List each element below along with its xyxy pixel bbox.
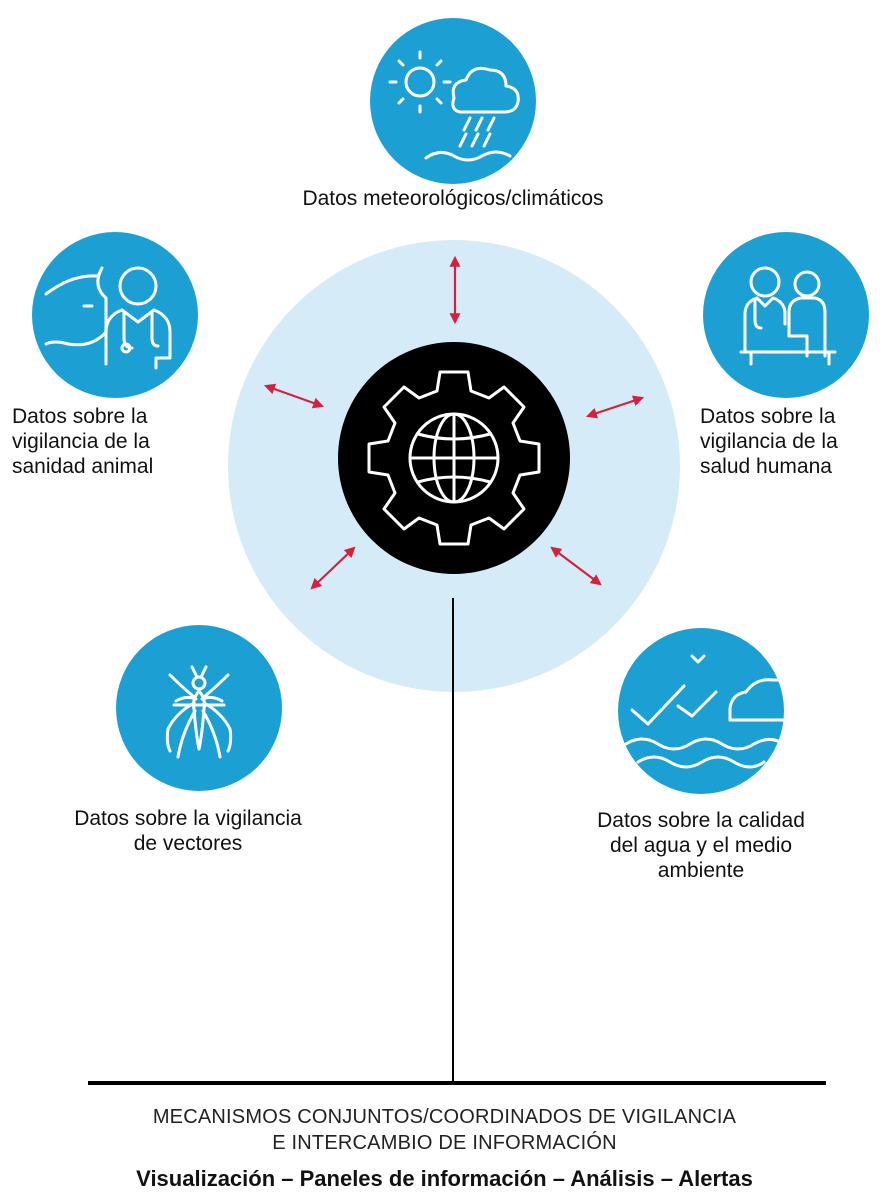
gear-globe-icon	[367, 370, 541, 546]
label-line: salud humana	[700, 455, 832, 478]
label-vector: Datos sobre la vigilancia de vectores	[28, 806, 348, 856]
human-health-icon	[739, 266, 837, 366]
caption-line: E INTERCAMBIO DE INFORMACIÓN	[272, 1132, 617, 1154]
label-environment: Datos sobre la calidad del agua y el med…	[556, 808, 846, 883]
animal-health-icon	[44, 266, 172, 370]
label-line: del agua y el medio	[609, 834, 793, 857]
human-health-node	[703, 232, 869, 398]
label-human: Datos sobre la vigilancia de la salud hu…	[700, 404, 889, 479]
weather-node	[370, 18, 536, 184]
environment-icon	[624, 654, 784, 769]
label-line: ambiente	[657, 859, 745, 882]
label-line: vigilancia de la	[12, 430, 150, 453]
label-line: sanidad animal	[12, 455, 154, 478]
tools-caption: Visualización – Paneles de información –…	[136, 1166, 753, 1191]
environment-node	[618, 628, 784, 794]
mosquito-icon	[165, 665, 233, 759]
label-animal: Datos sobre la vigilancia de la sanidad …	[12, 404, 222, 479]
label-line: de vectores	[133, 832, 243, 855]
label-line: Datos sobre la vigilancia	[74, 807, 302, 830]
caption-line: MECANISMOS CONJUNTOS/COORDINADOS DE VIGI…	[152, 1106, 737, 1128]
mechanisms-caption: MECANISMOS CONJUNTOS/COORDINADOS DE VIGI…	[40, 1104, 849, 1156]
label-line: vigilancia de la	[700, 430, 838, 453]
animal-health-node	[32, 232, 198, 398]
label-line: Datos sobre la	[700, 405, 836, 428]
label-weather: Datos meteorológicos/climáticos	[230, 186, 676, 211]
weather-icon	[388, 50, 520, 162]
label-line: Datos sobre la	[12, 405, 148, 428]
baseline-rule	[88, 1081, 826, 1085]
label-line: Datos sobre la calidad	[597, 809, 805, 832]
vector-node	[116, 625, 282, 791]
connector-stem	[452, 598, 454, 1082]
label-line: Datos meteorológicos/climáticos	[302, 187, 604, 210]
hub-circle	[338, 342, 570, 574]
